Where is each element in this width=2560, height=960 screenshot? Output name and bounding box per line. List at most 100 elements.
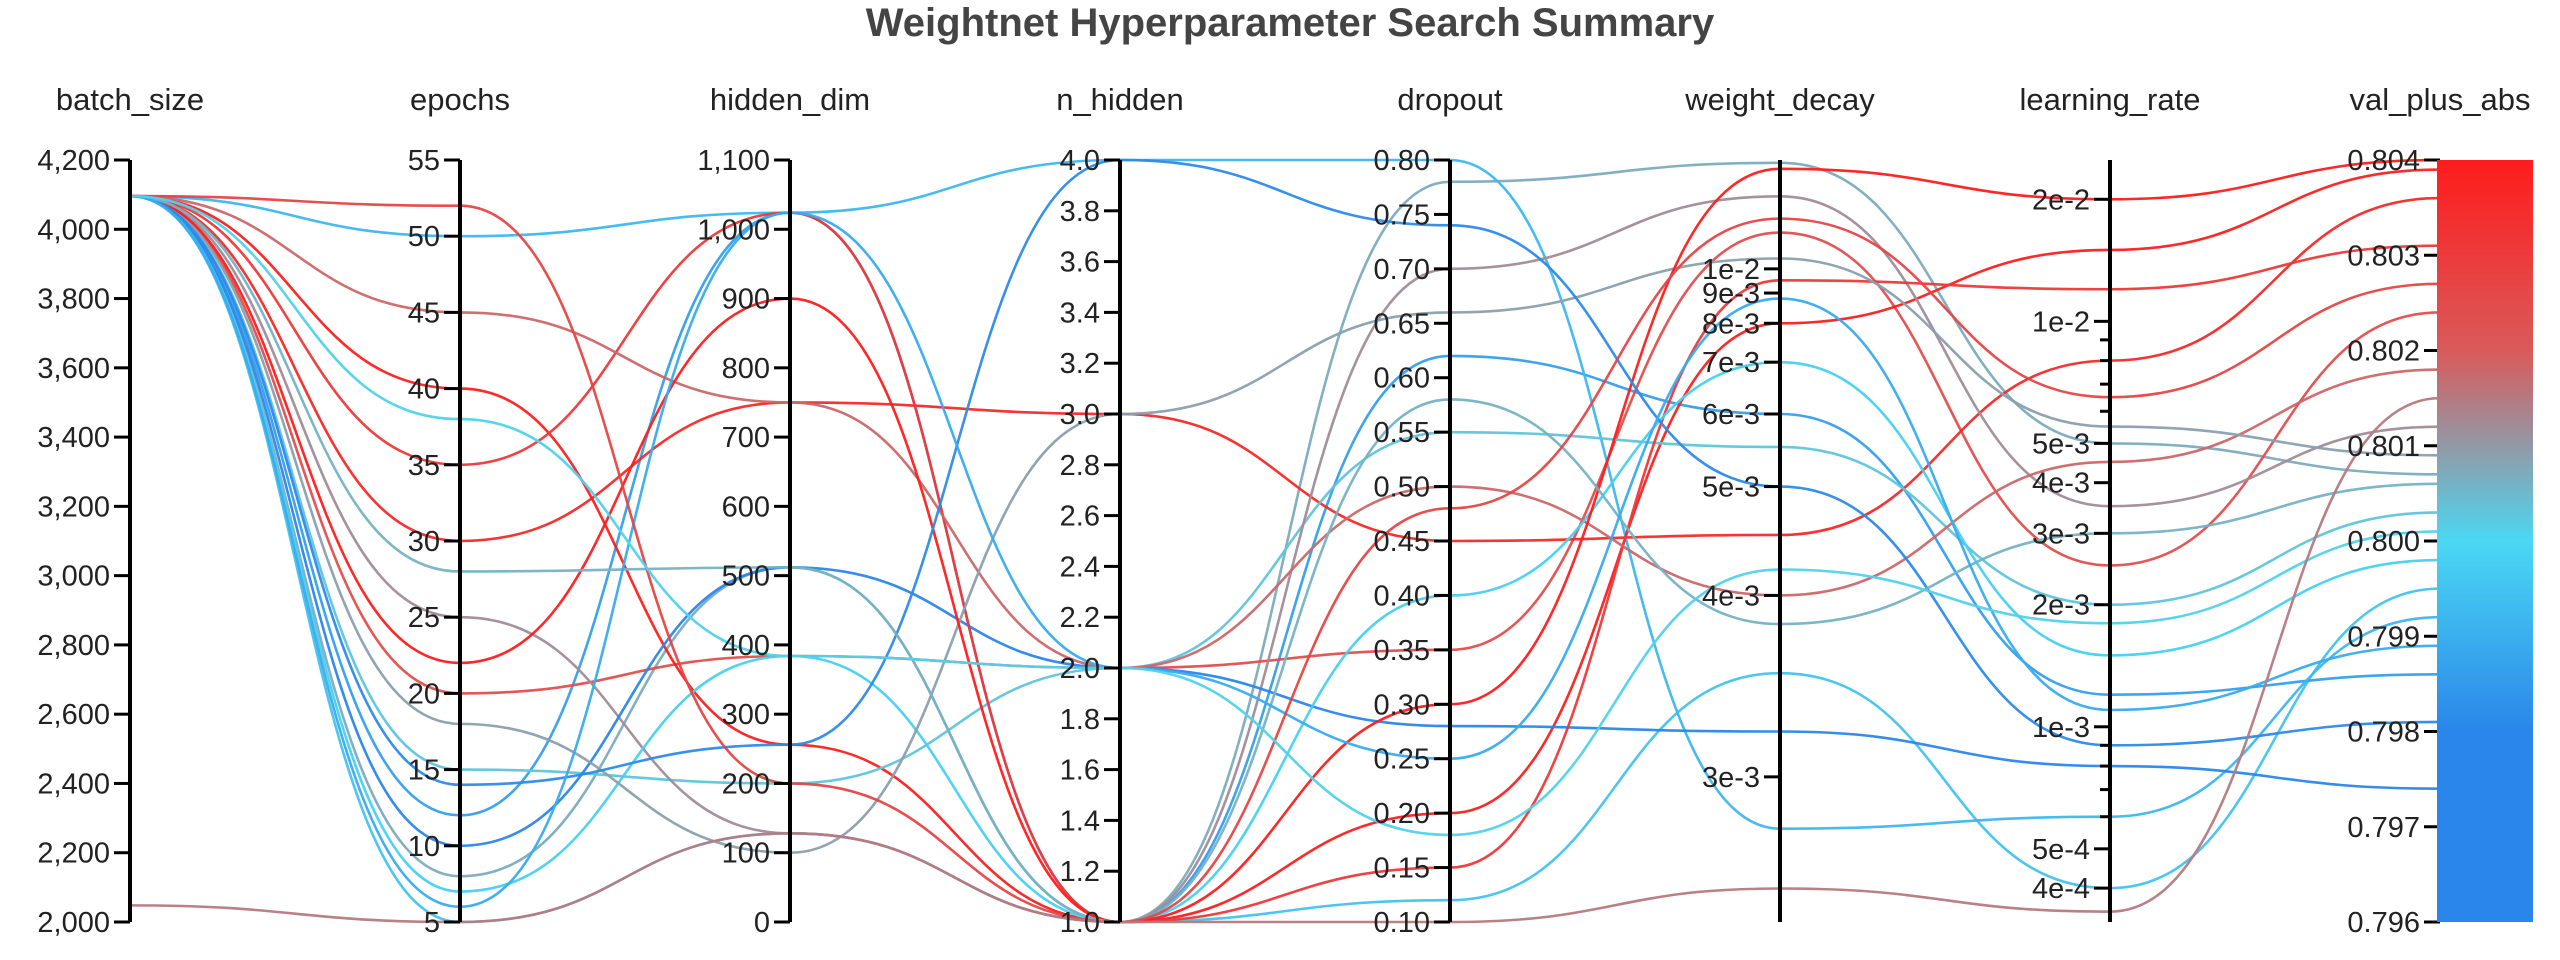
tick-label: 55	[408, 145, 440, 177]
tick-label: 1.4	[1060, 805, 1100, 837]
tick-label: 3,000	[37, 561, 110, 593]
axis-learning-rate[interactable]: learning_rate4e-45e-41e-32e-33e-34e-35e-…	[2020, 82, 2201, 922]
tick-label: 0.797	[2347, 812, 2420, 844]
tick-label: 3.8	[1060, 196, 1100, 228]
tick-label: 2,600	[37, 699, 110, 731]
axes: batch_size2,0002,2002,4002,6002,8003,000…	[37, 82, 2530, 939]
tick-label: 3.2	[1060, 348, 1100, 380]
tick-label: 5e-3	[1702, 472, 1760, 504]
tick-label: 500	[722, 561, 770, 593]
axis-n-hidden[interactable]: n_hidden1.01.21.41.61.82.02.22.42.62.83.…	[1056, 82, 1184, 939]
tick-label: 3,800	[37, 284, 110, 316]
tick-label: 0.75	[1374, 199, 1430, 231]
tick-label: 0.15	[1374, 853, 1430, 885]
trace-line	[129, 194, 2441, 785]
tick-label: 1.6	[1060, 755, 1100, 787]
tick-label: 1,100	[697, 145, 770, 177]
trace-line	[129, 158, 2441, 830]
tick-label: 1.2	[1060, 856, 1100, 888]
tick-label: 800	[722, 353, 770, 385]
axis-dropout[interactable]: dropout0.100.150.200.250.300.350.400.450…	[1374, 82, 1503, 939]
tick-label: 2.8	[1060, 450, 1100, 482]
trace-line	[129, 158, 2441, 924]
tick-label: 3e-3	[2032, 518, 2090, 550]
colorbar-gradient	[2437, 160, 2533, 922]
tick-label: 600	[722, 491, 770, 523]
trace-line	[129, 194, 2441, 924]
tick-label: 4,000	[37, 214, 110, 246]
axis-title: dropout	[1397, 82, 1503, 117]
axis-weight-decay[interactable]: weight_decay3e-34e-35e-36e-37e-38e-39e-3…	[1684, 82, 1875, 922]
tick-label: 6e-3	[1702, 399, 1760, 431]
tick-label: 3.4	[1060, 297, 1100, 329]
axis-title: learning_rate	[2020, 82, 2201, 117]
tick-label: 0.60	[1374, 363, 1430, 395]
trace-line	[129, 194, 2441, 924]
tick-label: 0.30	[1374, 689, 1430, 721]
tick-label: 1e-2	[1702, 254, 1760, 286]
tick-label: 2.0	[1060, 653, 1100, 685]
tick-label: 0.800	[2347, 526, 2420, 558]
tick-label: 0.799	[2347, 621, 2420, 653]
tick-label: 700	[722, 422, 770, 454]
tick-label: 0.80	[1374, 145, 1430, 177]
tick-label: 5e-3	[2032, 428, 2090, 460]
tick-label: 2,000	[37, 907, 110, 939]
tick-label: 0.796	[2347, 907, 2420, 939]
tick-label: 0.798	[2347, 717, 2420, 749]
tick-label: 0.50	[1374, 472, 1430, 504]
tick-label: 300	[722, 699, 770, 731]
tick-label: 0.803	[2347, 240, 2420, 272]
axis-title: weight_decay	[1684, 82, 1875, 117]
tick-label: 0.801	[2347, 431, 2420, 463]
tick-label: 0.40	[1374, 580, 1430, 612]
tick-label: 1.0	[1060, 907, 1100, 939]
tick-label: 50	[408, 221, 440, 253]
axis-hidden-dim[interactable]: hidden_dim01002003004005006007008009001,…	[697, 82, 870, 939]
tick-label: 10	[408, 831, 440, 863]
trace-line	[129, 194, 2441, 837]
tick-label: 40	[408, 374, 440, 406]
tick-label: 1e-2	[2032, 306, 2090, 338]
tick-label: 1.8	[1060, 704, 1100, 736]
tick-label: 0.802	[2347, 336, 2420, 368]
tick-label: 0	[754, 907, 770, 939]
tick-label: 0.804	[2347, 145, 2420, 177]
tick-label: 0.25	[1374, 744, 1430, 776]
tick-label: 3.6	[1060, 247, 1100, 279]
tick-label: 1,000	[697, 214, 770, 246]
trace-line	[129, 194, 2441, 924]
tick-label: 400	[722, 630, 770, 662]
tick-label: 3.0	[1060, 399, 1100, 431]
tick-label: 20	[408, 678, 440, 710]
tick-label: 0.65	[1374, 308, 1430, 340]
tick-label: 35	[408, 450, 440, 482]
trace-line	[129, 194, 2441, 855]
tick-label: 5e-4	[2032, 834, 2090, 866]
tick-label: 2,200	[37, 838, 110, 870]
tick-label: 3,200	[37, 491, 110, 523]
tick-label: 3,400	[37, 422, 110, 454]
trace-line	[129, 194, 2441, 924]
tick-label: 0.45	[1374, 526, 1430, 558]
tick-label: 1e-3	[2032, 712, 2090, 744]
tick-label: 2,800	[37, 630, 110, 662]
tick-label: 0.70	[1374, 254, 1430, 286]
tick-label: 15	[408, 755, 440, 787]
tick-label: 2.4	[1060, 551, 1100, 583]
axis-batch-size[interactable]: batch_size2,0002,2002,4002,6002,8003,000…	[37, 82, 204, 939]
tick-label: 2.6	[1060, 501, 1100, 533]
tick-label: 4,200	[37, 145, 110, 177]
chart-title: Weightnet Hyperparameter Search Summary	[866, 1, 1715, 45]
tick-label: 2e-2	[2032, 184, 2090, 216]
trace-line	[129, 161, 2441, 924]
tick-label: 900	[722, 284, 770, 316]
trace-line	[129, 158, 2441, 787]
tick-label: 2.2	[1060, 602, 1100, 634]
tick-label: 0.10	[1374, 907, 1430, 939]
tick-label: 25	[408, 602, 440, 634]
tick-label: 4.0	[1060, 145, 1100, 177]
colorbar	[2437, 160, 2533, 922]
